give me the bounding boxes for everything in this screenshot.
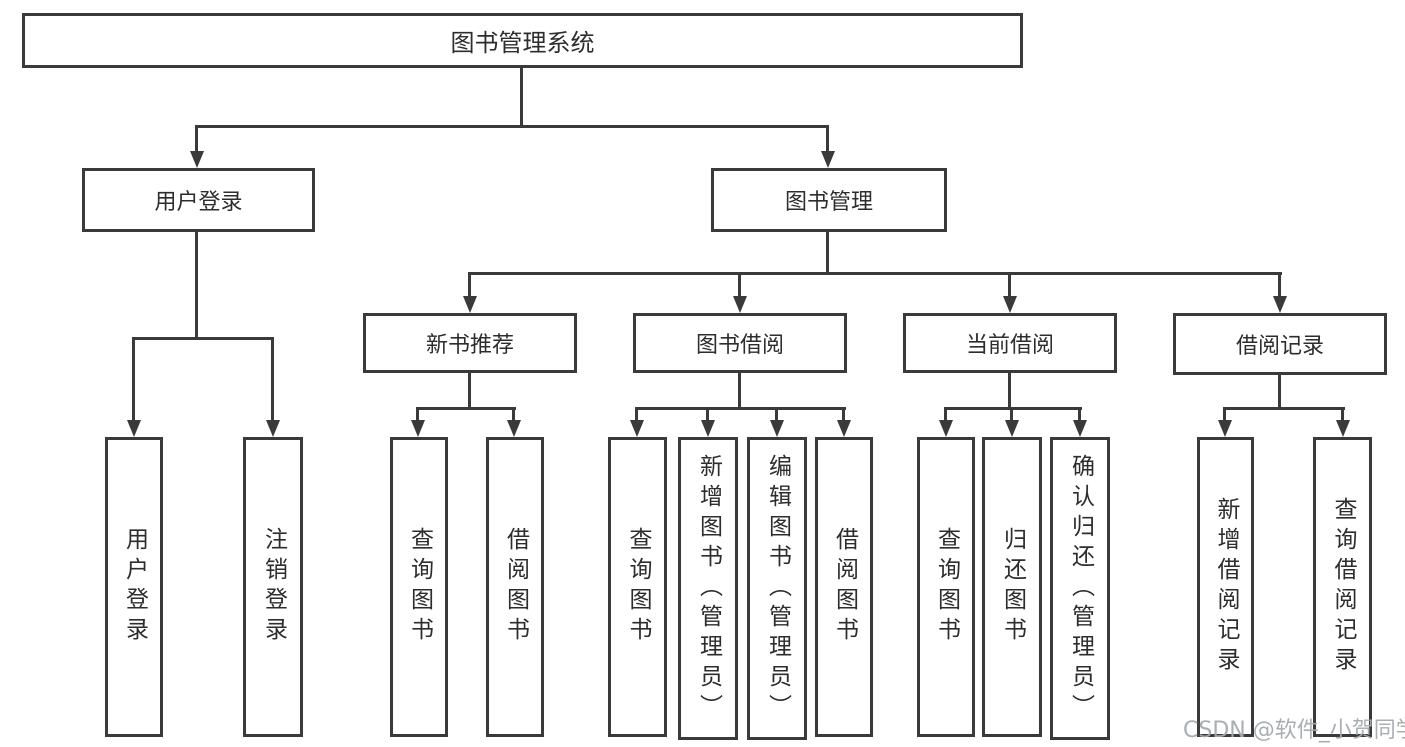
leaf-borrow-books-1: 借阅图书 [486,437,544,737]
leaf-add-books-admin-label: 新增图书（管理员） [695,453,722,724]
connector-line [1008,373,1011,410]
connector-line [944,407,1082,410]
node-current-borrowing-label: 当前借阅 [965,333,1054,358]
connector-line [738,373,741,410]
connector-line [195,125,198,155]
arrowhead-icon [127,420,141,437]
arrowhead-icon [701,420,715,437]
node-book-borrowing-label: 图书借阅 [695,333,784,358]
arrowhead-icon [463,296,477,313]
connector-line [635,407,846,410]
leaf-add-books-admin: 新增图书（管理员） [678,437,738,740]
leaf-query-books-3-label: 查询图书 [933,527,960,647]
connector-line [842,407,845,424]
connector-line [1078,407,1081,424]
node-root-system: 图书管理系统 [22,13,1023,68]
connector-line [775,407,778,424]
connector-line [1278,375,1281,410]
arrowhead-icon [939,420,953,437]
connector-line [416,407,516,410]
csdn-watermark: CSDN @软件_小贺同学 [1183,718,1405,743]
leaf-add-borrow-record: 新增借阅记录 [1197,437,1254,737]
leaf-add-borrow-record-label: 新增借阅记录 [1213,497,1239,677]
connector-line [132,337,274,340]
arrowhead-icon [507,420,521,437]
arrowhead-icon [770,420,784,437]
node-new-book-recommend: 新书推荐 [363,313,577,373]
arrowhead-icon [1336,420,1350,437]
leaf-confirm-return-admin: 确认归还（管理员） [1050,437,1110,740]
connector-line [738,272,741,300]
connector-line [195,232,198,340]
node-book-management-label: 图书管理 [784,190,873,215]
node-borrow-records-label: 借阅记录 [1235,334,1324,359]
arrowhead-icon [837,420,851,437]
arrowhead-icon [1073,420,1087,437]
leaf-user-login: 用户登录 [105,437,163,737]
node-borrow-records: 借阅记录 [1173,313,1387,375]
connector-line [1010,407,1013,424]
leaf-logout-label: 注销登录 [260,527,287,647]
arrowhead-icon [733,296,747,313]
connector-line [196,125,829,128]
connector-line [468,272,471,300]
connector-line [1278,272,1281,300]
connector-line [944,407,947,424]
connector-line [512,407,515,424]
node-book-management: 图书管理 [711,168,947,232]
leaf-query-borrow-record: 查询借阅记录 [1313,437,1372,737]
leaf-query-books-1-label: 查询图书 [406,527,433,647]
connector-line [826,232,829,274]
leaf-query-books-3: 查询图书 [917,437,975,737]
leaf-edit-books-admin: 编辑图书（管理员） [747,437,807,740]
arrowhead-icon [411,420,425,437]
arrowhead-icon [1005,420,1019,437]
leaf-borrow-books-1-label: 借阅图书 [502,527,529,647]
connector-line [706,407,709,424]
leaf-borrow-books-2-label: 借阅图书 [831,527,858,647]
leaf-logout: 注销登录 [243,437,303,737]
leaf-query-borrow-record-label: 查询借阅记录 [1330,497,1356,677]
arrowhead-icon [266,420,280,437]
connector-line [826,125,829,155]
arrowhead-icon [1003,296,1017,313]
node-user-login: 用户登录 [82,168,315,232]
node-book-borrowing: 图书借阅 [633,313,847,373]
leaf-return-books: 归还图书 [982,437,1042,737]
connector-line [271,337,274,423]
connector-line [520,68,523,127]
node-current-borrowing: 当前借阅 [903,313,1117,373]
connector-line [416,407,419,424]
connector-line [635,407,638,424]
leaf-query-books-2: 查询图书 [608,437,667,737]
leaf-return-books-label: 归还图书 [999,527,1026,647]
arrowhead-icon [1218,420,1232,437]
arrowhead-icon [190,151,204,168]
leaf-query-books-2-label: 查询图书 [625,527,651,647]
connector-line [468,272,1282,275]
connector-line [132,337,135,423]
connector-line [1223,407,1345,410]
connector-line [1008,272,1011,300]
connector-line [1341,407,1344,424]
node-new-book-recommend-label: 新书推荐 [425,333,514,358]
arrowhead-icon [1273,296,1287,313]
connector-line [468,373,471,410]
connector-line [1223,407,1226,424]
arrowhead-icon [630,420,644,437]
node-user-login-label: 用户登录 [154,190,243,215]
leaf-confirm-return-admin-label: 确认归还（管理员） [1067,453,1094,724]
leaf-borrow-books-2: 借阅图书 [815,437,873,737]
arrowhead-icon [821,151,835,168]
leaf-edit-books-admin-label: 编辑图书（管理员） [764,453,791,724]
node-root-label: 图书管理系统 [450,29,595,57]
leaf-query-books-1: 查询图书 [390,437,448,737]
leaf-user-login-label: 用户登录 [121,527,148,647]
